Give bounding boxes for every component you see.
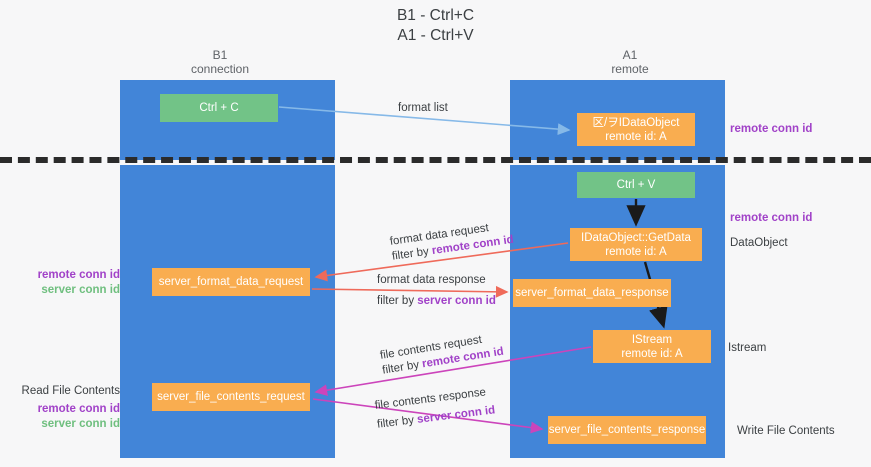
annotation-left-remote-conn-id-2: remote conn id bbox=[37, 403, 120, 415]
page-title: B1 - Ctrl+C A1 - Ctrl+V bbox=[396, 7, 475, 44]
annotation-read-file-contents: Read File Contents bbox=[21, 385, 120, 397]
filter-prefix: filter by bbox=[391, 245, 433, 263]
filter-key: server conn id bbox=[417, 295, 496, 307]
edge-label-format-data-response-filter: filter by server conn id bbox=[377, 294, 496, 309]
node-server-file-contents-response[interactable]: server_file_contents_response bbox=[548, 416, 706, 444]
section-divider bbox=[0, 157, 871, 163]
node-idataobject[interactable]: 区/ヲIDataObject remote id: A bbox=[577, 113, 695, 146]
annotation-remote-conn-id-mid: remote conn id bbox=[730, 212, 813, 224]
node-ctrl-v[interactable]: Ctrl + V bbox=[577, 172, 695, 198]
filter-prefix: filter by bbox=[377, 295, 418, 307]
annotation-left-server-conn-id-1: server conn id bbox=[41, 284, 120, 296]
filter-prefix: filter by bbox=[376, 413, 418, 431]
filter-key: server conn id bbox=[416, 404, 496, 426]
annotation-group-left-conn-ids: remote conn id server conn id bbox=[22, 268, 120, 298]
annotation-istream: Istream bbox=[728, 342, 767, 354]
annotation-group-read-file-contents: Read File Contents remote conn id server… bbox=[12, 384, 120, 432]
lane-a1-bottom bbox=[510, 165, 725, 458]
annotation-left-server-conn-id-2: server conn id bbox=[41, 418, 120, 430]
edge-label-group-file-contents-request: file contents request filter by remote c… bbox=[379, 330, 505, 379]
node-server-format-data-response[interactable]: server_format_data_response bbox=[513, 279, 671, 307]
node-istream[interactable]: IStream remote id: A bbox=[593, 330, 711, 363]
annotation-dataobject: DataObject bbox=[730, 237, 788, 249]
node-server-format-data-request[interactable]: server_format_data_request bbox=[152, 268, 310, 296]
edge-label-group-format-data-request: format data request filter by remote con… bbox=[389, 218, 515, 265]
lane-b1-bottom bbox=[120, 165, 335, 458]
annotation-write-file-contents: Write File Contents bbox=[737, 425, 835, 437]
edge-label-format-list: format list bbox=[398, 102, 448, 114]
node-server-file-contents-request[interactable]: server_file_contents_request bbox=[152, 383, 310, 411]
annotation-remote-conn-id-top: remote conn id bbox=[730, 123, 813, 135]
node-ctrl-c[interactable]: Ctrl + C bbox=[160, 94, 278, 122]
edge-label-group-format-data-response: format data response filter by server co… bbox=[377, 273, 496, 309]
annotation-left-remote-conn-id-1: remote conn id bbox=[37, 269, 120, 281]
edge-label-format-data-response: format data response bbox=[377, 274, 486, 286]
column-header-a1: A1 remote bbox=[611, 48, 649, 76]
node-idataobject-getdata[interactable]: IDataObject::GetData remote id: A bbox=[570, 228, 702, 261]
edge-label-group-file-contents-response: file contents response filter by server … bbox=[374, 385, 496, 433]
column-header-b1: B1 connection bbox=[190, 48, 250, 76]
